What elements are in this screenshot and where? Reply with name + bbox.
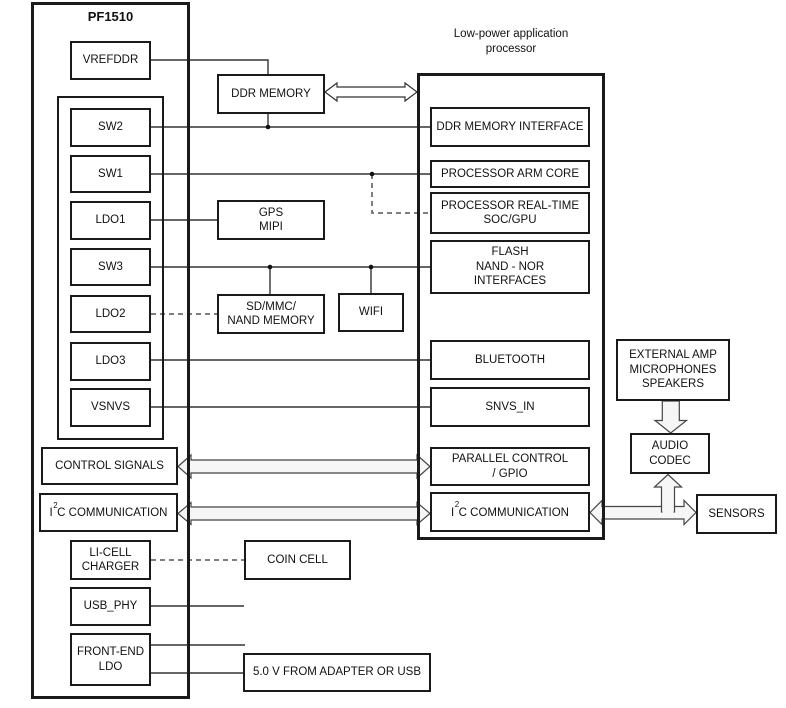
block-sd-mmc-nand: SD/MMC/ NAND MEMORY <box>217 294 325 334</box>
block-front-end-ldo: FRONT-END LDO <box>70 633 151 686</box>
block-i2c-communication-pmic: I2C COMMUNICATION <box>39 493 178 532</box>
block-usb-phy: USB_PHY <box>70 587 151 626</box>
arrow-ddrmemory-processor <box>324 81 418 103</box>
junction-dot <box>267 264 273 270</box>
block-ldo3: LDO3 <box>70 342 151 381</box>
block-sensors: SENSORS <box>696 494 777 534</box>
i2c-label: I2C COMMUNICATION <box>49 500 168 520</box>
arrow-junction-cover <box>662 507 674 518</box>
junction-dot <box>369 171 375 177</box>
block-5v-adapter: 5.0 V FROM ADAPTER OR USB <box>243 653 431 692</box>
block-sw1: SW1 <box>70 155 151 193</box>
processor-outer-box <box>417 73 605 540</box>
block-ddr-memory: DDR MEMORY <box>217 74 325 114</box>
block-sw2: SW2 <box>70 108 151 147</box>
junction-dots <box>265 124 375 270</box>
block-control-signals: CONTROL SIGNALS <box>41 447 178 485</box>
arrow-externalamp-audiocodec <box>653 400 689 434</box>
arrow-i2c-sensors <box>589 499 697 526</box>
block-flash-nand-nor: FLASH NAND - NOR INTERFACES <box>430 240 590 294</box>
block-bluetooth: BLUETOOTH <box>430 340 590 380</box>
block-wifi: WIFI <box>338 293 404 332</box>
block-ddr-memory-interface: DDR MEMORY INTERFACE <box>430 107 590 147</box>
arrow-i2c-i2c <box>177 501 431 526</box>
solid-connectors <box>151 59 430 674</box>
processor-title: Low-power application processor <box>453 28 569 55</box>
block-audio-codec: AUDIO CODEC <box>630 433 710 474</box>
pf1510-title: PF1510 <box>87 8 134 24</box>
pf1510-outer-box <box>31 2 190 699</box>
connector-sw1-realtime-dashed <box>371 174 430 214</box>
i2c-label: I2C COMMUNICATION <box>451 500 569 519</box>
block-gps-mipi: GPS MIPI <box>217 200 325 240</box>
block-sw3: SW3 <box>70 248 151 286</box>
regulator-group-box <box>57 96 164 440</box>
block-vsnvs: VSNVS <box>70 388 151 427</box>
block-snvs-in: SNVS_IN <box>430 387 590 427</box>
block-parallel-control-gpio: PARALLEL CONTROL / GPIO <box>430 447 590 486</box>
block-li-cell-charger: LI-CELL CHARGER <box>70 540 151 580</box>
block-external-amp: EXTERNAL AMP MICROPHONES SPEAKERS <box>616 339 730 401</box>
junction-dot <box>368 264 374 270</box>
block-vrefddr: VREFDDR <box>70 41 151 80</box>
arrow-controlsignals-parallelcontrol <box>177 453 431 480</box>
block-coin-cell: COIN CELL <box>244 540 351 580</box>
block-i2c-communication-proc: I2C COMMUNICATION <box>430 492 590 532</box>
block-processor-arm-core: PROCESSOR ARM CORE <box>430 160 590 188</box>
connector-vrefddr-ddr-memory <box>151 59 269 74</box>
block-processor-real-time: PROCESSOR REAL-TIME SOC/GPU <box>430 192 590 234</box>
block-ldo2: LDO2 <box>70 295 151 333</box>
junction-dot <box>265 124 271 130</box>
block-ldo1: LDO1 <box>70 201 151 240</box>
hollow-arrows <box>177 81 697 526</box>
